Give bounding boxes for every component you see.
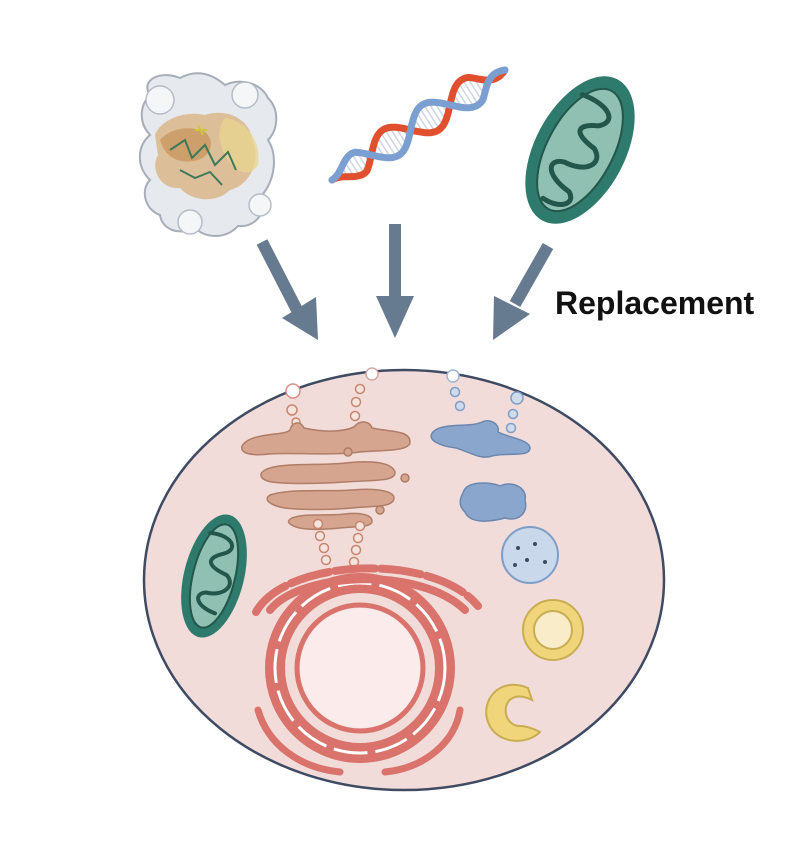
cell-mitochondrion [181, 514, 247, 638]
protein-structure-icon [138, 72, 278, 237]
secretory-vesicles [285, 367, 524, 434]
dna-base-pair [461, 78, 480, 106]
dna-base-pair [422, 103, 441, 130]
dna-base-pair [383, 128, 402, 155]
dna-base-pair [350, 153, 365, 174]
peroxisome [522, 599, 584, 661]
nucleus [252, 564, 482, 776]
transport-vesicles [312, 518, 366, 568]
replacement-label: Replacement [555, 285, 755, 321]
autophagosome [485, 683, 542, 742]
dna-base-pair [418, 106, 436, 133]
arrow-mitochondrion [493, 243, 554, 340]
dna-base-pair [389, 127, 405, 151]
endosome [430, 420, 531, 522]
dna-base-pair [379, 131, 397, 158]
arrow-protein [256, 239, 318, 340]
dna-double-helix-icon [328, 66, 509, 184]
dna-base-pair [427, 102, 444, 126]
cell-icon [142, 367, 666, 792]
golgi-apparatus [241, 421, 411, 531]
mitochondrion-icon [525, 76, 635, 224]
arrow-dna [376, 224, 414, 338]
dna-base-pair [466, 77, 483, 102]
lysosome [501, 526, 559, 584]
dna-base-pair [457, 82, 475, 108]
dna-base-pair [376, 135, 392, 159]
